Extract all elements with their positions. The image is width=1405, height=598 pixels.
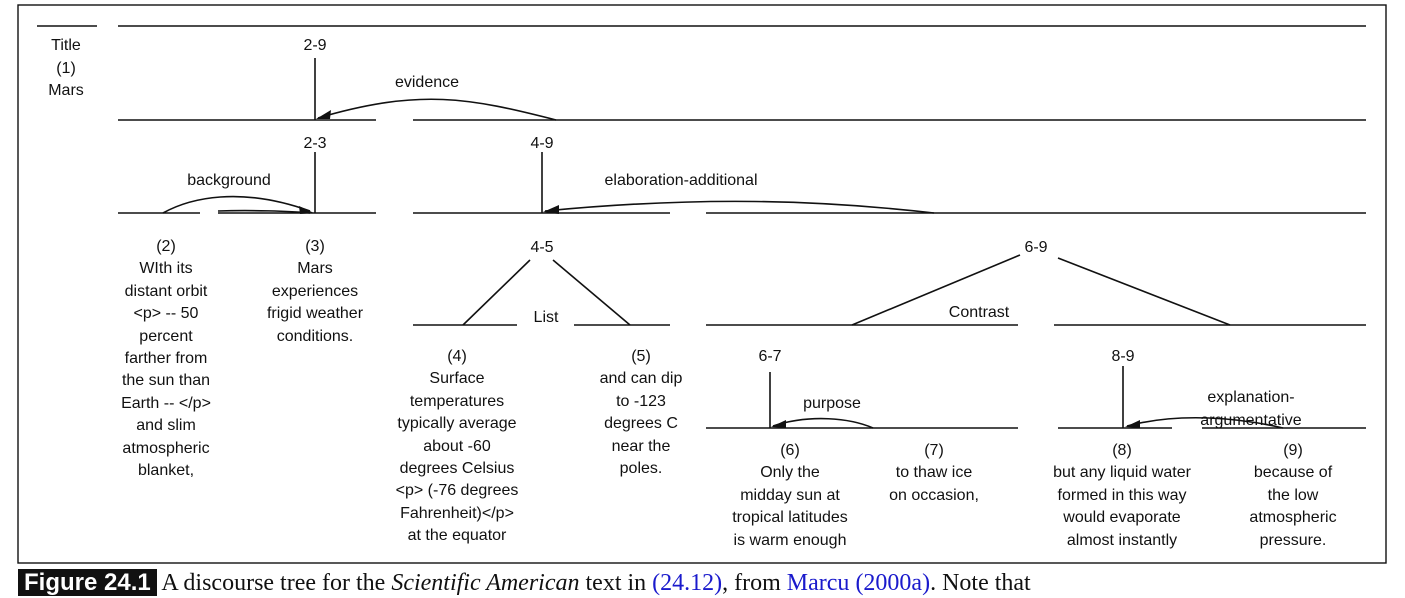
segment-2: (2) WIth its distant orbit <p> -- 50 per…: [121, 238, 211, 480]
segment-7: (7) to thaw ice on occasion,: [889, 442, 979, 504]
explanation-arc: [1126, 417, 1284, 429]
span-label-6-9: 6-9: [1024, 239, 1048, 256]
caption-text-b: text in: [579, 570, 653, 596]
relation-contrast: Contrast: [948, 304, 1010, 321]
span-label-4-5: 4-5: [530, 239, 554, 256]
title-segment-label: Title (1) Mars: [48, 37, 84, 99]
relation-background: background: [187, 172, 271, 189]
segment-6: (6) Only the midday sun at tropical lati…: [732, 442, 848, 549]
year-reference-link[interactable]: (2000a): [855, 570, 931, 596]
caption-text-d: . Note that: [930, 570, 1031, 596]
contrast-right-branch: [1057, 257, 1231, 326]
caption-text-c: , from: [722, 570, 787, 596]
segment-3: (3) Mars experiences frigid weather cond…: [266, 238, 364, 345]
elaboration-arrowhead: [543, 205, 559, 214]
contrast-left-branch: [851, 254, 1021, 326]
figure-frame: [17, 4, 1387, 564]
purpose-arrowhead: [771, 420, 786, 428]
segment-9: (9) because of the low atmospheric press…: [1249, 442, 1337, 549]
evidence-arrowhead: [316, 110, 331, 119]
background-arc: [162, 195, 311, 214]
span-label-4-9: 4-9: [530, 135, 554, 152]
span-label-2-9: 2-9: [303, 37, 327, 54]
background-arrowhead: [299, 206, 314, 214]
relation-elaboration-additional: elaboration-additional: [604, 172, 758, 189]
span-label-8-9: 8-9: [1111, 348, 1135, 365]
list-right-branch: [552, 259, 631, 326]
relation-list: List: [533, 309, 559, 326]
relation-evidence: evidence: [394, 74, 460, 91]
purpose-arc: [772, 417, 874, 429]
evidence-arc: [317, 98, 557, 121]
segment-4: (4) Surface temperatures typically avera…: [395, 348, 519, 545]
span-label-2-3: 2-3: [303, 135, 327, 152]
span-label-6-7: 6-7: [758, 348, 782, 365]
relation-explanation-argumentative: explanation-argumentative: [1200, 389, 1302, 429]
example-reference-link[interactable]: (24.12): [652, 570, 723, 596]
explanation-arrowhead: [1125, 420, 1140, 428]
author-reference-link[interactable]: Marcu: [786, 570, 850, 596]
segment-5: (5) and can dip to -123 degrees C near t…: [599, 348, 683, 478]
segment-8: (8) but any liquid water formed in this …: [1053, 442, 1191, 549]
figure-number: Figure 24.1: [18, 569, 157, 596]
figure-caption: Figure 24.1 A discourse tree for the Sci…: [18, 568, 1031, 598]
relation-purpose: purpose: [803, 395, 861, 412]
caption-source-title: Scientific American: [391, 570, 580, 596]
elaboration-arc: [544, 200, 935, 214]
caption-text-a: A discourse tree for the: [161, 570, 392, 596]
list-left-branch: [462, 259, 531, 326]
